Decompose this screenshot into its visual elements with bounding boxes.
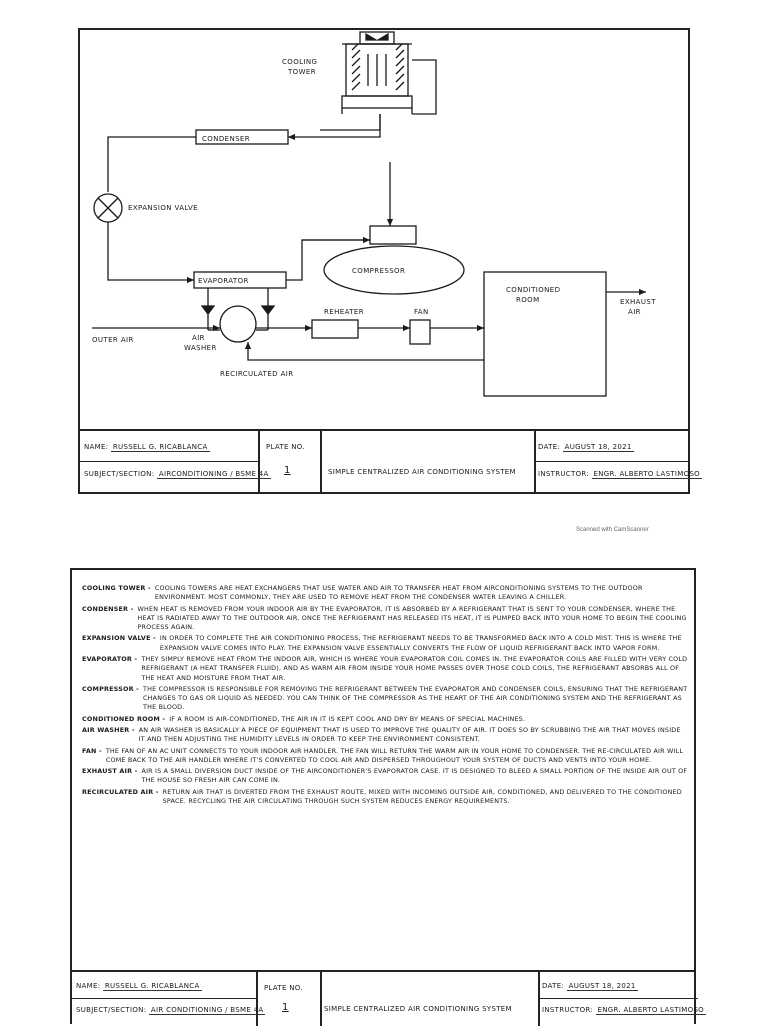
- cooling-tower: [341, 31, 413, 114]
- subject-value: AIRCONDITIONING / BSME 4A: [156, 470, 271, 479]
- definition-text: THE COMPRESSOR IS RESPONSIBLE FOR REMOVI…: [143, 684, 688, 712]
- definition-term: COOLING TOWER -: [82, 584, 151, 592]
- label-exhaust-air-2: AIR: [628, 308, 641, 316]
- definition-item: CONDENSER -WHEN HEAT IS REMOVED FROM YOU…: [82, 605, 688, 633]
- definition-text: IN ORDER TO COMPLETE THE AIR CONDITIONIN…: [159, 634, 682, 652]
- label-expansion-valve: EXPANSION VALVE: [128, 204, 198, 212]
- ac-system-diagram: COOLING TOWER CONDENSER EXPANSION VALVE …: [92, 31, 656, 397]
- instructor-field-2: INSTRUCTOR: ENGR. ALBERTO LASTIMOSO: [542, 1006, 706, 1015]
- subject-value-2: AIR CONDITIONING / BSME 4A: [148, 1006, 266, 1015]
- compressor-symbol: [323, 245, 465, 295]
- definition-text: THE FAN OF AN AC UNIT CONNECTS TO YOUR I…: [105, 746, 684, 764]
- instructor-label: INSTRUCTOR:: [538, 470, 589, 478]
- definition-text: RETURN AIR THAT IS DIVERTED FROM THE EXH…: [162, 787, 682, 805]
- instructor-value: ENGR. ALBERTO LASTIMOSO: [591, 470, 702, 479]
- name-field-2: NAME: RUSSELL G. RICABLANCA: [76, 982, 202, 991]
- definition-term: COMPRESSOR -: [82, 684, 140, 693]
- definition-term: EVAPORATOR -: [82, 654, 138, 663]
- label-condenser: CONDENSER: [202, 135, 250, 143]
- subject-field: SUBJECT/SECTION: AIRCONDITIONING / BSME …: [84, 470, 271, 479]
- air-washer-symbol: [219, 305, 257, 343]
- instructor-value-2: ENGR. ALBERTO LASTIMOSO: [595, 1006, 706, 1015]
- conditioned-room-box: [483, 271, 607, 397]
- subject-label: SUBJECT/SECTION:: [84, 470, 155, 478]
- definition-item: AIR WASHER -AN AIR WASHER IS BASICALLY A…: [82, 726, 688, 745]
- definition-term: AIR WASHER -: [82, 725, 135, 734]
- definition-item: EXHAUST AIR -AIR IS A SMALL DIVERSION DU…: [82, 767, 688, 786]
- definition-term: CONDENSER -: [82, 604, 134, 613]
- label-reheater: REHEATER: [324, 308, 364, 316]
- name-field: NAME: RUSSELL G. RICABLANCA: [84, 443, 210, 452]
- plate-sheet-diagram: COOLING TOWER CONDENSER EXPANSION VALVE …: [78, 28, 702, 494]
- definition-item: FAN -THE FAN OF AN AC UNIT CONNECTS TO Y…: [82, 747, 688, 766]
- definition-item: EVAPORATOR -THEY SIMPLY REMOVE HEAT FROM…: [82, 655, 688, 683]
- label-cooling-tower-2: TOWER: [287, 68, 316, 76]
- label-conditioned-room-2: ROOM: [516, 296, 540, 304]
- definition-text: AN AIR WASHER IS BASICALLY A PIECE OF EQ…: [138, 725, 681, 744]
- plate-title-2: SIMPLE CENTRALIZED AIR CONDITIONING SYST…: [324, 1005, 512, 1013]
- definition-item: COMPRESSOR -THE COMPRESSOR IS RESPONSIBL…: [82, 685, 688, 713]
- name-label-2: NAME:: [76, 982, 101, 990]
- label-recirculated-air: RECIRCULATED AIR: [220, 370, 294, 378]
- label-outer-air: OUTER AIR: [92, 336, 134, 344]
- label-conditioned-room-1: CONDITIONED: [506, 286, 560, 294]
- definition-text: THEY SIMPLY REMOVE HEAT FROM THE INDOOR …: [141, 654, 688, 682]
- plate-title: SIMPLE CENTRALIZED AIR CONDITIONING SYST…: [328, 468, 516, 476]
- name-label: NAME:: [84, 443, 109, 451]
- plate-no-label: PLATE NO.: [266, 443, 305, 451]
- instructor-label-2: INSTRUCTOR:: [542, 1006, 593, 1014]
- label-fan: FAN: [414, 308, 429, 316]
- fan-box: [409, 319, 431, 345]
- definition-term: EXPANSION VALVE -: [82, 634, 156, 643]
- date-value-2: AUGUST 18, 2021: [566, 982, 638, 991]
- date-label-2: DATE:: [542, 982, 565, 990]
- definition-item: RECIRCULATED AIR -RETURN AIR THAT IS DIV…: [82, 788, 688, 807]
- definition-item: COOLING TOWER -COOLING TOWERS ARE HEAT E…: [82, 584, 688, 603]
- definition-text: COOLING TOWERS ARE HEAT EXCHANGERS THAT …: [154, 584, 643, 602]
- definition-item: CONDITIONED ROOM -IF A ROOM IS AIR-CONDI…: [82, 715, 688, 724]
- definition-term: RECIRCULATED AIR -: [82, 787, 159, 796]
- definition-term: EXHAUST AIR -: [82, 767, 138, 776]
- label-air-washer-2: WASHER: [184, 344, 217, 352]
- definition-text: IF A ROOM IS AIR-CONDITIONED, THE AIR IN…: [169, 714, 526, 723]
- plate-no-label-2: PLATE NO.: [264, 984, 303, 992]
- scanner-watermark: Scanned with CamScanner: [576, 527, 649, 533]
- definition-text: AIR IS A SMALL DIVERSION DUCT INSIDE OF …: [141, 767, 688, 785]
- definition-term: FAN -: [82, 746, 102, 755]
- name-value-2: RUSSELL G. RICABLANCA: [102, 982, 202, 991]
- subject-field-2: SUBJECT/SECTION: AIR CONDITIONING / BSME…: [76, 1006, 266, 1015]
- label-exhaust-air-1: EXHAUST: [620, 298, 656, 306]
- label-air-washer-1: AIR: [192, 334, 205, 342]
- definition-term: CONDITIONED ROOM -: [82, 714, 166, 723]
- reheater-box: [311, 319, 359, 339]
- label-compressor: COMPRESSOR: [352, 267, 405, 275]
- subject-label-2: SUBJECT/SECTION:: [76, 1006, 147, 1014]
- label-cooling-tower-1: COOLING: [282, 58, 317, 66]
- name-value: RUSSELL G. RICABLANCA: [110, 443, 210, 452]
- label-evaporator: EVAPORATOR: [198, 277, 249, 285]
- date-value: AUGUST 18, 2021: [562, 443, 634, 452]
- title-block: NAME: RUSSELL G. RICABLANCA SUBJECT/SECT…: [80, 429, 702, 494]
- definition-text: WHEN HEAT IS REMOVED FROM YOUR INDOOR AI…: [137, 604, 687, 632]
- date-label: DATE:: [538, 443, 561, 451]
- date-field: DATE: AUGUST 18, 2021: [538, 443, 634, 452]
- recirculated-air-line: [244, 342, 484, 361]
- definitions-list: COOLING TOWER -COOLING TOWERS ARE HEAT E…: [82, 584, 688, 808]
- definition-item: EXPANSION VALVE -IN ORDER TO COMPLETE TH…: [82, 634, 688, 653]
- plate-no-value-2: 1: [282, 1002, 289, 1013]
- plate-sheet-definitions: COOLING TOWER -COOLING TOWERS ARE HEAT E…: [70, 568, 706, 1026]
- instructor-field: INSTRUCTOR: ENGR. ALBERTO LASTIMOSO: [538, 470, 702, 479]
- date-field-2: DATE: AUGUST 18, 2021: [542, 982, 638, 991]
- title-block-2: NAME: RUSSELL G. RICABLANCA SUBJECT/SECT…: [72, 970, 706, 1026]
- plate-no-value: 1: [284, 465, 291, 476]
